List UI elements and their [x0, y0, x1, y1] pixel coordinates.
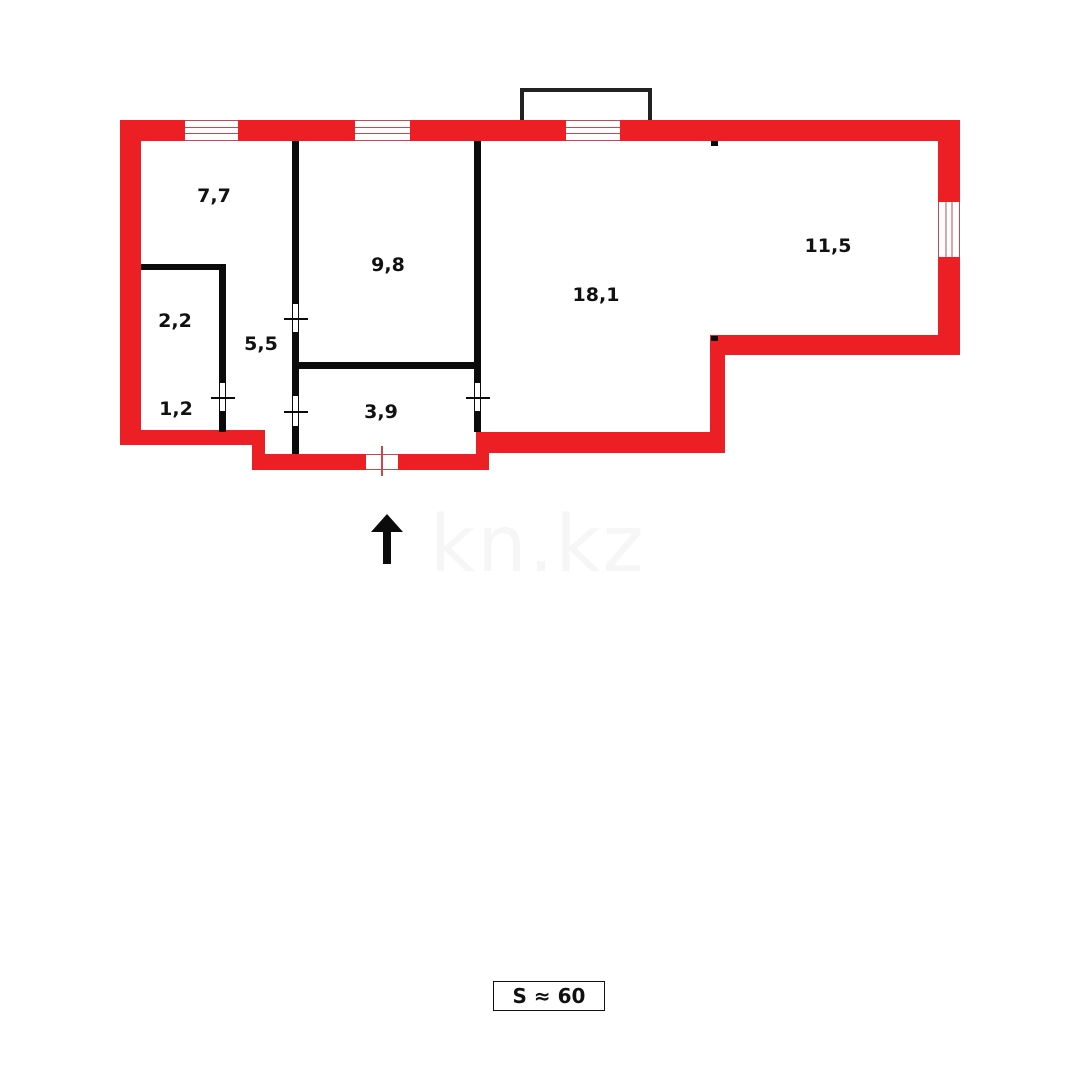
room-area-living: 18,1	[572, 284, 620, 306]
exterior-wall-right-bottom	[710, 335, 960, 355]
exterior-wall-left	[120, 120, 141, 445]
entrance-arrow-icon	[371, 514, 403, 564]
window-top-center	[355, 120, 410, 141]
room-area-bedroom-center: 9,8	[371, 254, 405, 276]
entrance-door-marker	[381, 446, 383, 476]
interior-wall-hall-right	[292, 141, 299, 454]
interior-wall-bath-right	[219, 264, 226, 432]
balcony-outline	[520, 88, 652, 124]
exterior-wall-living-bottom	[478, 432, 725, 453]
total-area-label: S ≈ 60	[493, 981, 605, 1011]
interior-wall-bedroom-bottom	[299, 362, 479, 369]
door-living-marker	[466, 397, 490, 399]
interior-wall-stub-top	[711, 141, 718, 146]
room-area-top-left: 7,7	[197, 185, 231, 207]
door-kitchen-marker	[284, 411, 308, 413]
exterior-wall-step-center	[476, 432, 489, 470]
interior-wall-stub-bottom	[711, 336, 718, 341]
room-area-hall: 5,5	[244, 333, 278, 355]
window-top-left	[185, 120, 238, 141]
door-bedroom-marker	[284, 318, 308, 320]
exterior-wall-left-bottom	[120, 430, 265, 445]
window-right	[938, 202, 960, 257]
interior-wall-bath-top	[141, 264, 226, 270]
room-area-kitchen-small: 3,9	[364, 401, 398, 423]
exterior-wall-step	[710, 335, 725, 453]
door-toilet-marker	[211, 397, 235, 399]
room-area-right: 11,5	[804, 235, 852, 257]
interior-wall-living-left	[474, 141, 481, 432]
exterior-wall-top	[120, 120, 960, 141]
room-area-toilet: 1,2	[159, 398, 193, 420]
window-top-balcony	[566, 120, 620, 141]
room-area-bathroom: 2,2	[158, 310, 192, 332]
watermark: kn.kz	[430, 500, 646, 590]
